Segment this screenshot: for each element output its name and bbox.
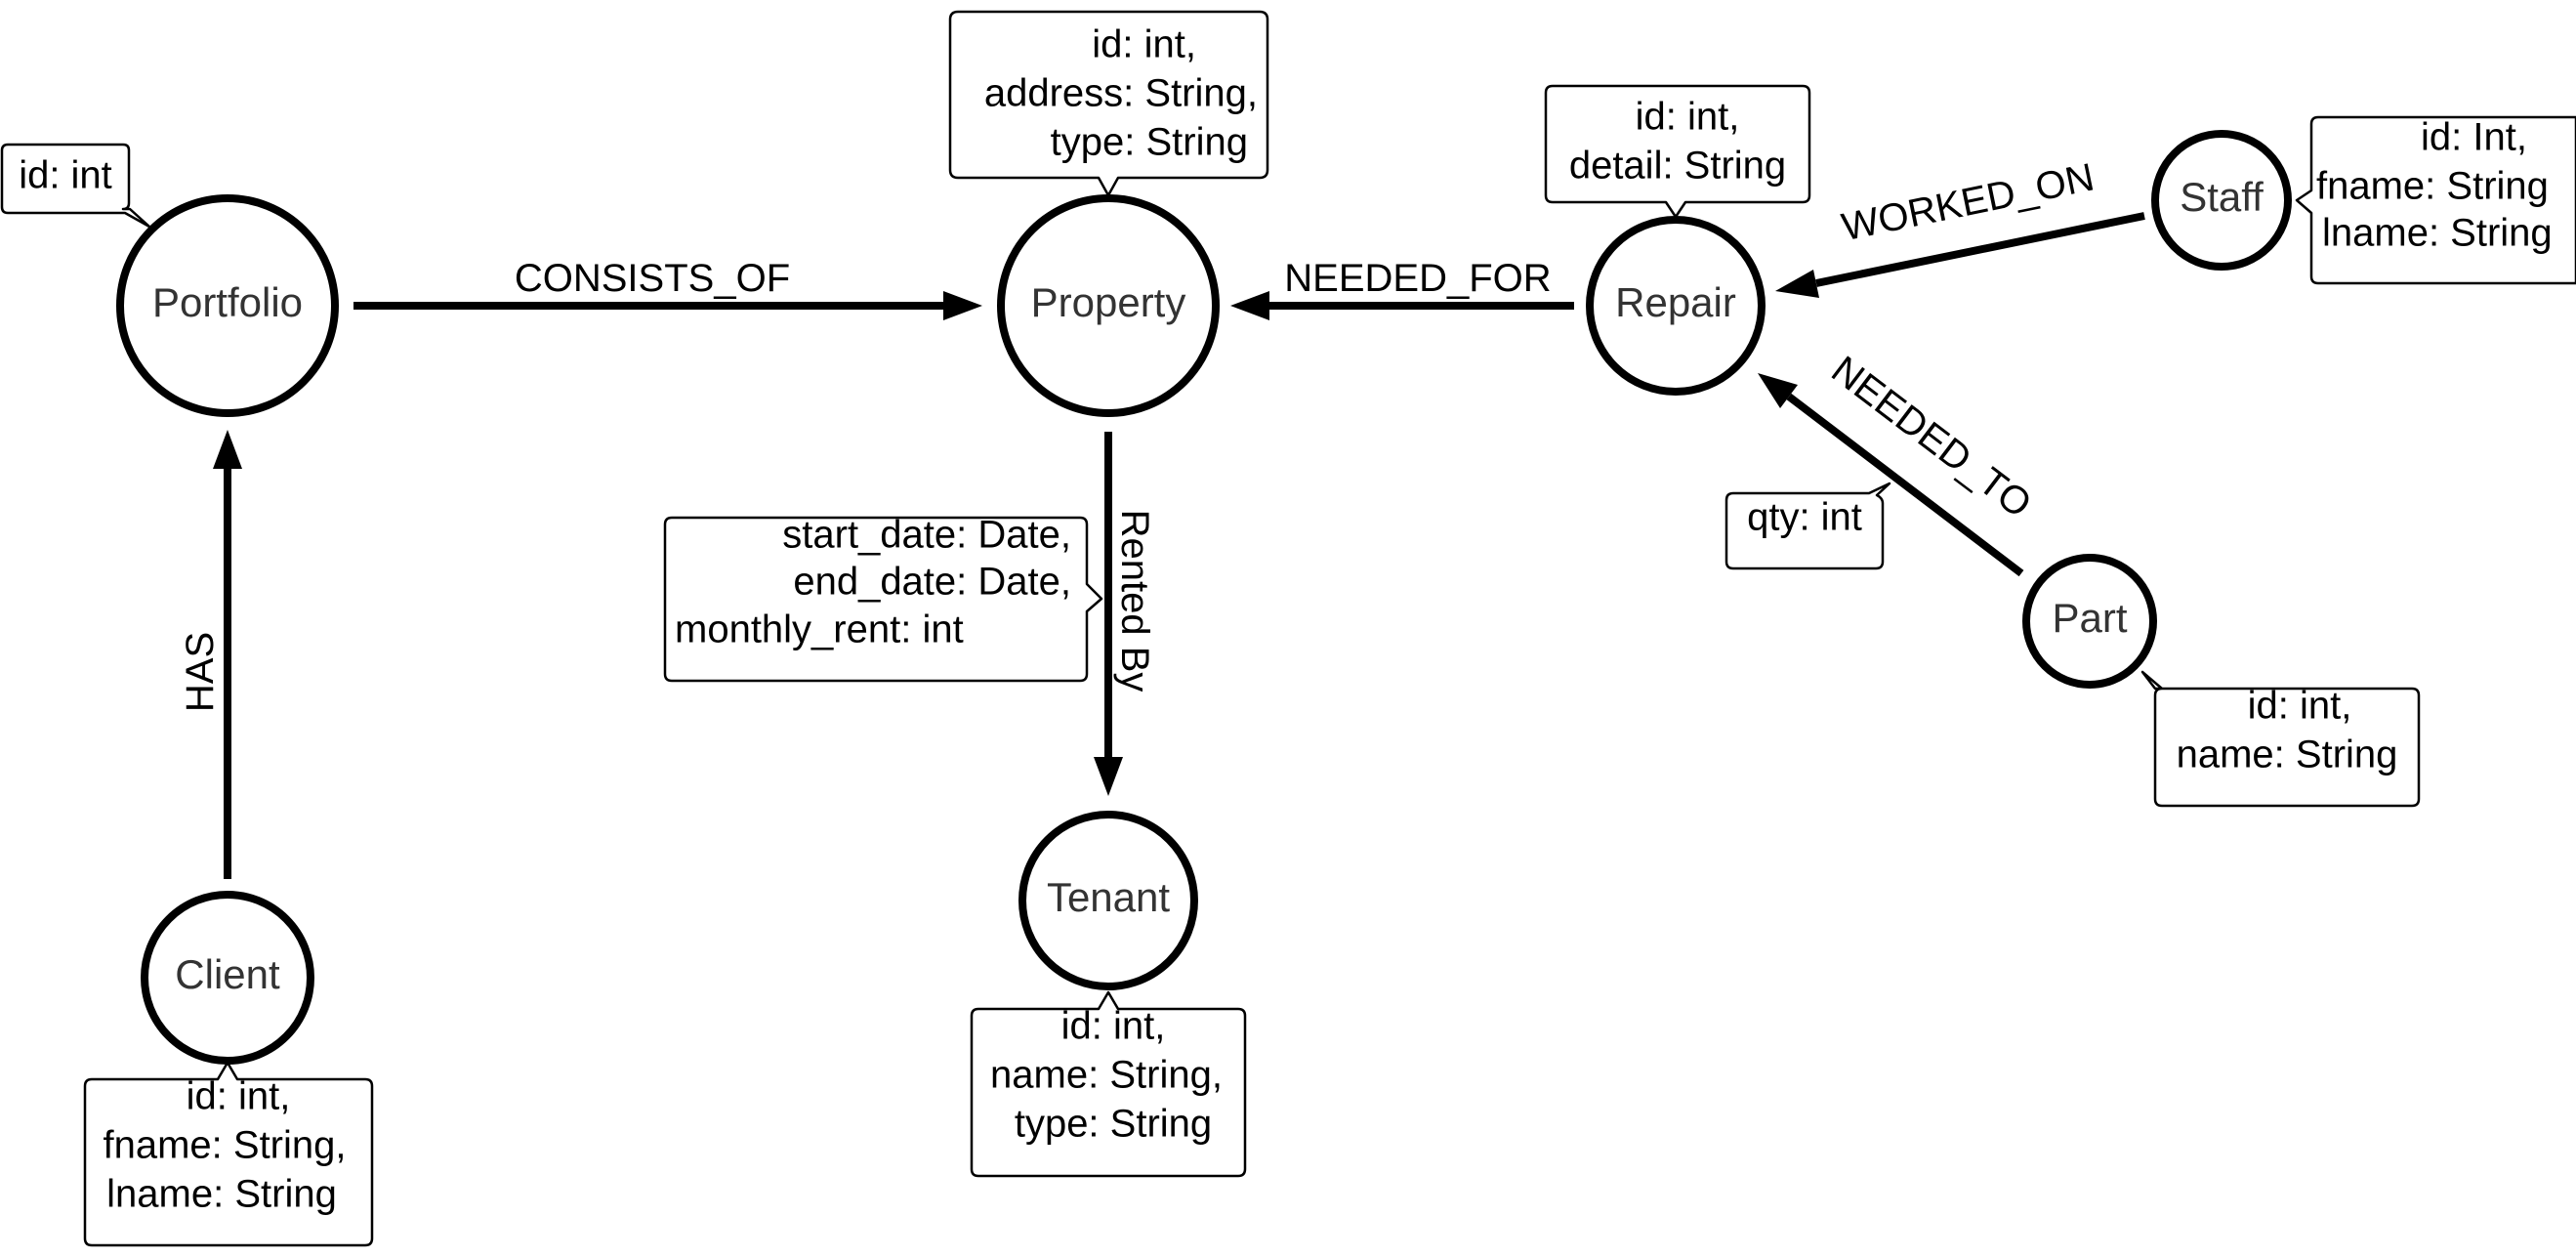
- tenant-prop-1: id: int,: [1061, 1005, 1166, 1048]
- edge-needed-for: NEEDED_FOR: [1230, 257, 1574, 320]
- portfolio-properties-callout: id: int: [0, 143, 151, 229]
- client-prop-1: id: int,: [187, 1075, 291, 1118]
- property-prop-2: address: String,: [984, 72, 1258, 115]
- rented-by-label: Rented By: [1113, 510, 1156, 692]
- client-properties-callout: id: int, fname: String, lname: String: [83, 1061, 374, 1247]
- client-prop-3: lname: String: [106, 1173, 337, 1216]
- staff-properties-callout: id: Int, fname: String lname: String: [2295, 116, 2576, 285]
- node-tenant: Tenant: [1018, 811, 1198, 990]
- staff-prop-1: id: Int,: [2421, 116, 2527, 159]
- needed-to-arrowhead: [1758, 373, 1798, 408]
- needed-to-properties-callout: qty: int: [1724, 482, 1891, 570]
- node-staff: Staff: [2151, 130, 2292, 271]
- part-properties-callout: id: int, name: String: [2140, 670, 2421, 808]
- edge-worked-on: WORKED_ON: [1775, 155, 2145, 298]
- consists-of-label: CONSISTS_OF: [515, 257, 790, 300]
- node-portfolio: Portfolio: [116, 194, 339, 417]
- part-prop-1: id: int,: [2248, 685, 2352, 728]
- node-tenant-label: Tenant: [1047, 874, 1170, 920]
- part-prop-2: name: String: [2177, 734, 2398, 776]
- node-repair-label: Repair: [1615, 279, 1736, 325]
- tenant-prop-2: name: String,: [990, 1054, 1223, 1097]
- node-part-label: Part: [2052, 595, 2127, 641]
- worked-on-arrowhead: [1775, 270, 1819, 298]
- client-prop-2: fname: String,: [103, 1124, 346, 1167]
- rented-by-arrowhead: [1094, 757, 1123, 796]
- needed-to-prop-1: qty: int: [1747, 496, 1862, 539]
- needed-for-arrowhead: [1230, 291, 1269, 320]
- node-staff-label: Staff: [2180, 174, 2264, 220]
- property-prop-1: id: int,: [1092, 23, 1196, 66]
- node-part: Part: [2022, 554, 2157, 689]
- rented-by-prop-3: monthly_rent: int: [675, 608, 964, 651]
- rented-by-prop-2: end_date: Date,: [793, 561, 1071, 604]
- repair-prop-1: id: int,: [1636, 96, 1740, 139]
- tenant-properties-callout: id: int, name: String, type: String: [970, 990, 1247, 1178]
- consists-of-arrowhead: [943, 291, 982, 320]
- edge-has: HAS: [179, 430, 242, 879]
- rented-by-prop-1: start_date: Date,: [782, 514, 1071, 557]
- portfolio-prop-1: id: int: [19, 154, 112, 197]
- has-arrowhead: [213, 430, 242, 469]
- tenant-prop-3: type: String: [1015, 1103, 1212, 1146]
- staff-prop-2: fname: String: [2316, 165, 2549, 208]
- node-property: Property: [997, 194, 1220, 417]
- has-label: HAS: [179, 632, 222, 712]
- repair-prop-2: detail: String: [1569, 145, 1786, 188]
- edge-rented-by: Rented By: [1094, 432, 1156, 796]
- rented-by-properties-callout: start_date: Date, end_date: Date, monthl…: [663, 514, 1103, 683]
- node-portfolio-label: Portfolio: [152, 279, 303, 325]
- property-properties-callout: id: int, address: String, type: String: [948, 10, 1269, 197]
- property-prop-3: type: String: [1051, 121, 1248, 164]
- staff-prop-3: lname: String: [2322, 212, 2553, 255]
- node-client: Client: [141, 891, 314, 1065]
- node-client-label: Client: [175, 951, 280, 997]
- edge-consists-of: CONSISTS_OF: [353, 257, 982, 320]
- node-repair: Repair: [1586, 216, 1766, 396]
- repair-properties-callout: id: int, detail: String: [1544, 84, 1811, 219]
- needed-for-label: NEEDED_FOR: [1284, 257, 1551, 300]
- node-property-label: Property: [1031, 279, 1186, 325]
